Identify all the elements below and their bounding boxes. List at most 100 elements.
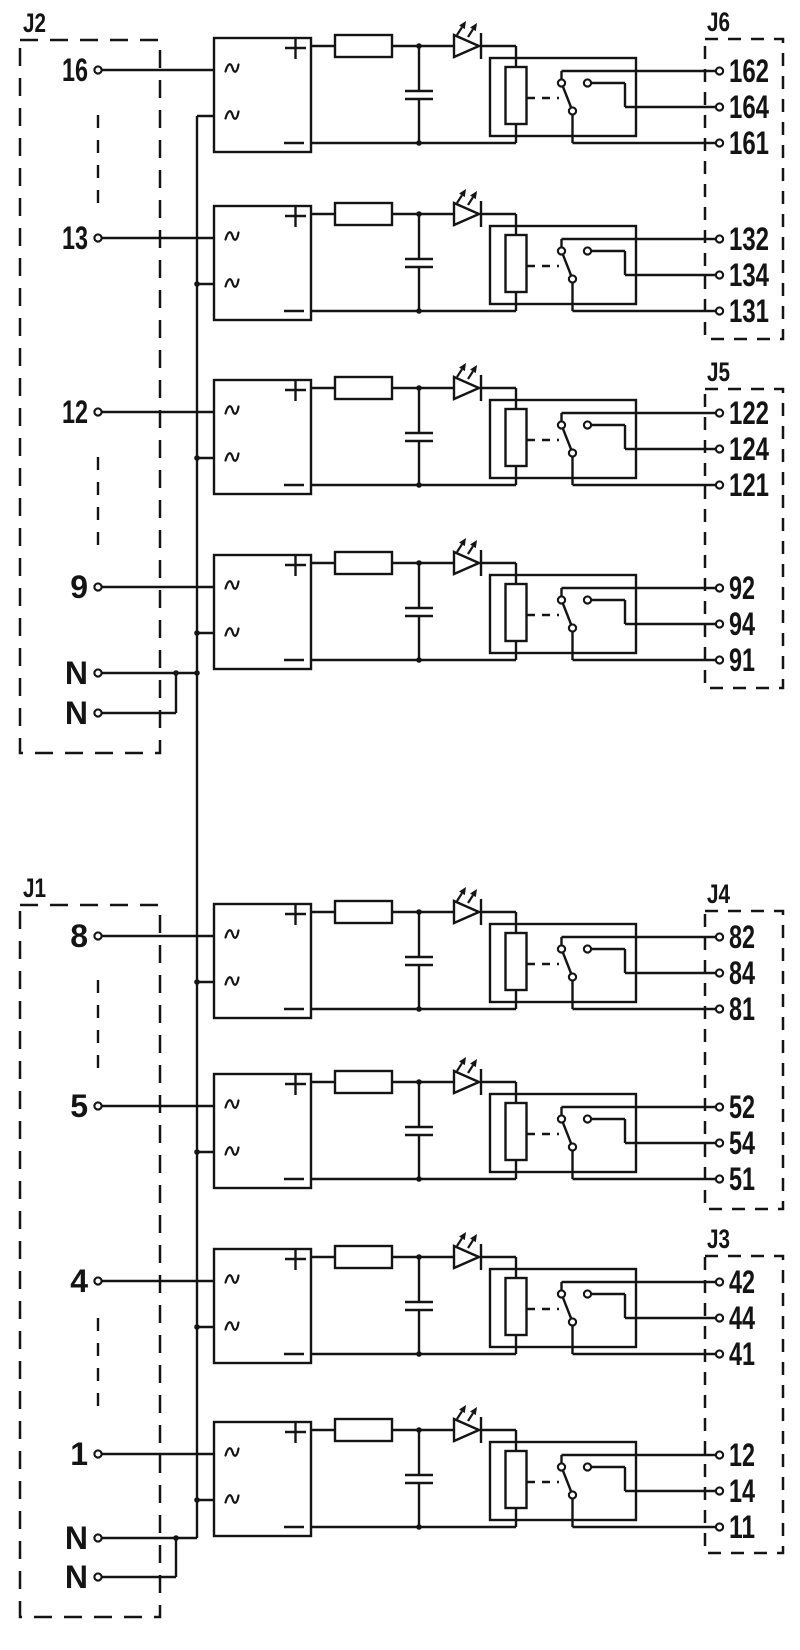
input-terminal-circle [93, 931, 103, 941]
input-terminal-circle [93, 1101, 103, 1111]
relay-armature [560, 1118, 574, 1148]
output-terminal-circle [714, 138, 725, 148]
output-terminal-label: 94 [729, 606, 755, 642]
led-triangle-icon [452, 1417, 482, 1443]
ac-sine-icon [224, 1321, 240, 1331]
resistor [333, 375, 394, 401]
led-arrow-head [470, 1234, 477, 1243]
common-contact-circle [567, 1490, 578, 1500]
output-terminal-circle [714, 444, 725, 454]
relay-box [488, 922, 638, 1004]
neutral-terminal-label: N [65, 1520, 88, 1556]
led-triangle-icon [452, 899, 482, 925]
connector-box [703, 909, 785, 1211]
ac-sine-icon [224, 278, 240, 288]
connector-label: J1 [23, 873, 46, 903]
output-terminal-circle [714, 1102, 725, 1112]
led-arrow-head [470, 1407, 477, 1416]
led-triangle-icon [452, 375, 482, 401]
relay-box [488, 573, 638, 655]
relay-box [488, 224, 638, 306]
output-terminal-label: 42 [729, 1264, 755, 1300]
output-terminal-circle [714, 306, 725, 316]
output-terminal-label: 161 [729, 125, 769, 161]
relay-armature [560, 599, 574, 629]
output-terminal-circle [714, 66, 725, 76]
ac-sine-icon [224, 627, 240, 637]
connector-box [18, 38, 162, 755]
led-triangle-icon [452, 33, 482, 59]
input-terminal-label: 12 [62, 394, 88, 430]
input-terminal-label: 1 [70, 1436, 88, 1472]
ac-sine-icon [224, 1447, 240, 1457]
neutral-terminal-label: N [65, 1559, 88, 1595]
relay-box [488, 1440, 638, 1522]
nc-contact-circle [556, 1289, 567, 1299]
connector-label: J4 [707, 879, 730, 909]
led-arrow-head [459, 887, 466, 896]
relay-box [488, 1267, 638, 1349]
output-terminal-circle [714, 1522, 725, 1532]
no-contact-circle [582, 1114, 593, 1124]
common-contact-circle [567, 1317, 578, 1327]
nc-contact-circle [556, 944, 567, 954]
output-terminal-circle [714, 234, 725, 244]
relay-coil [504, 1449, 528, 1510]
resistor [333, 201, 394, 227]
no-contact-circle [582, 595, 593, 605]
relay-box [488, 1092, 638, 1174]
neutral-terminal-circle [93, 1533, 103, 1543]
ac-sine-icon [224, 929, 240, 939]
led-arrow-head [459, 21, 466, 30]
input-terminal-label: 8 [70, 918, 88, 954]
connector-label: J2 [23, 8, 46, 38]
input-terminal-label: 5 [70, 1088, 88, 1124]
led-triangle-icon [452, 1069, 482, 1095]
resistor [333, 33, 394, 59]
led-arrow-head [459, 538, 466, 547]
relay-coil [504, 931, 528, 992]
led-arrow-shaft [467, 1412, 474, 1422]
output-terminal-circle [714, 583, 725, 593]
output-terminal-label: 12 [729, 1437, 755, 1473]
relay-coil [504, 1101, 528, 1162]
led-arrow-shaft [456, 1062, 463, 1072]
common-contact-circle [567, 448, 578, 458]
led-arrow-shaft [456, 1237, 463, 1247]
output-terminal-circle [714, 1174, 725, 1184]
led-arrow-shaft [467, 28, 474, 38]
led-arrow-shaft [456, 194, 463, 204]
connector-group-J4: J4 [703, 879, 785, 1211]
connector-box [703, 37, 785, 341]
common-contact-circle [567, 1142, 578, 1152]
led-arrow-head [459, 363, 466, 372]
relay-armature [560, 424, 574, 454]
relay-armature [560, 82, 574, 112]
ac-sine-icon [224, 452, 240, 462]
connector-group-J3: J3 [703, 1224, 785, 1555]
led-arrow-head [470, 23, 477, 32]
relay-armature [560, 250, 574, 280]
nc-contact-circle [556, 1114, 567, 1124]
connector-box [18, 903, 162, 1619]
relay-coil [504, 582, 528, 643]
output-terminal-label: 82 [729, 919, 755, 955]
ac-sine-icon [224, 976, 240, 986]
led-arrow-shaft [467, 1239, 474, 1249]
led-arrow-shaft [456, 1410, 463, 1420]
output-terminal-circle [714, 655, 725, 665]
input-terminal-label: 9 [70, 569, 88, 605]
junction-dot [194, 670, 200, 676]
ac-sine-icon [224, 1274, 240, 1284]
output-terminal-circle [714, 968, 725, 978]
led-triangle-icon [452, 550, 482, 576]
output-terminal-label: 14 [729, 1473, 755, 1509]
output-terminal-circle [714, 102, 725, 112]
no-contact-circle [582, 944, 593, 954]
output-terminal-circle [714, 1277, 725, 1287]
